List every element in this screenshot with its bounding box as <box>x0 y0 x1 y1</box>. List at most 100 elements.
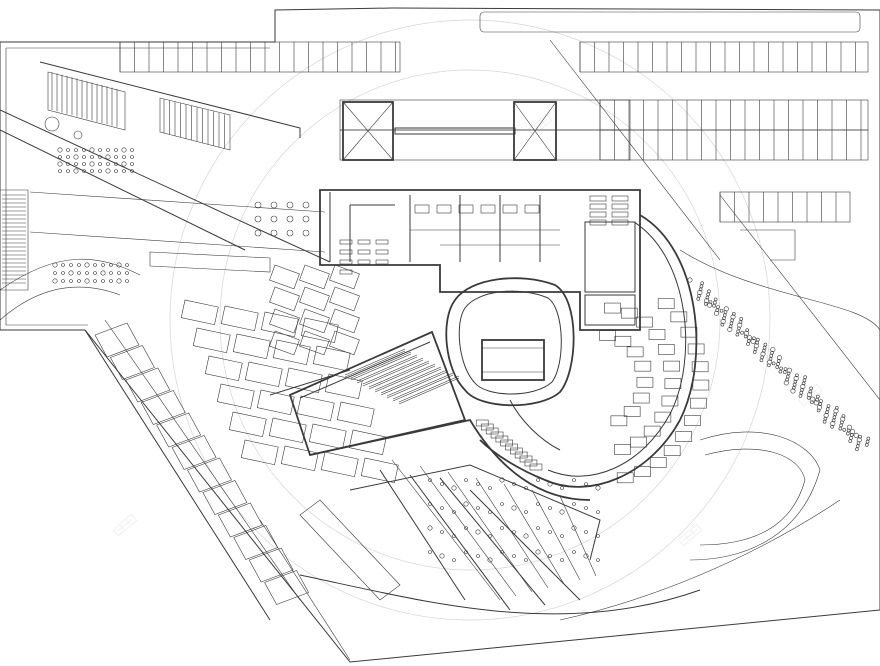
parking-stall <box>299 286 330 312</box>
tree-dot <box>69 263 73 267</box>
tree-dot <box>786 371 791 376</box>
tree-dot <box>66 169 70 173</box>
tree-dot <box>451 485 457 491</box>
tree-dot <box>487 557 493 563</box>
desk <box>589 219 607 226</box>
seat-row <box>374 365 436 393</box>
tree-dot <box>428 502 432 506</box>
tree-dot <box>82 155 86 159</box>
tree-dot <box>125 279 129 283</box>
tree-dot <box>838 426 843 431</box>
tree-dot <box>559 509 565 515</box>
tree-dot <box>736 329 740 334</box>
tree-dot <box>440 530 444 534</box>
tree-dot <box>762 345 767 350</box>
tree-dot <box>799 391 804 395</box>
tree-dot <box>720 322 725 327</box>
desk <box>490 431 504 439</box>
tree-dot <box>864 443 869 447</box>
tree-dot <box>858 434 862 439</box>
tree-dot <box>719 308 724 313</box>
tree-dot <box>464 550 468 554</box>
parking-stall <box>299 308 330 334</box>
tree-dot <box>89 161 95 167</box>
tree-dot <box>572 502 576 506</box>
tree-dot <box>855 447 859 452</box>
tree-dot <box>697 290 703 296</box>
desk <box>524 459 538 467</box>
tree-dot <box>121 161 127 167</box>
tree-dot <box>699 284 704 289</box>
desk <box>611 219 629 226</box>
tree-dot <box>752 336 756 341</box>
terrace-line <box>531 489 581 581</box>
tree-dot <box>57 161 63 167</box>
watermark-logo <box>95 113 823 547</box>
parking-stall <box>336 401 375 428</box>
tree-dot <box>777 355 783 361</box>
desk <box>500 439 514 447</box>
desk-cluster <box>626 346 644 358</box>
tree-dot <box>809 386 813 391</box>
desk-cluster <box>634 466 651 477</box>
tree-dot <box>583 553 589 559</box>
tree-dot <box>776 362 780 366</box>
desk <box>505 443 518 451</box>
tree-dot <box>822 419 827 424</box>
tree-dot <box>800 387 804 392</box>
tree-dot <box>795 373 799 378</box>
terrace-line <box>419 465 517 597</box>
sawtooth-stall <box>248 547 294 583</box>
tree-dot <box>856 437 862 443</box>
parking-stall <box>329 308 360 334</box>
tree-dot <box>849 436 853 440</box>
tree-dot <box>66 162 70 166</box>
tree-dot <box>745 328 750 332</box>
tree-dot <box>61 279 65 283</box>
tree-dot <box>500 526 504 530</box>
auditorium-seating <box>344 348 460 405</box>
tree-dot <box>464 526 468 530</box>
tree-dot <box>548 554 552 558</box>
tree-dot <box>834 406 839 410</box>
desk-cluster <box>630 436 647 448</box>
parking-stall <box>192 327 231 354</box>
tree-dot <box>800 384 806 390</box>
tree-dot <box>768 357 773 361</box>
terrace-line <box>447 471 533 593</box>
tree-dot <box>85 271 89 275</box>
desk-cluster <box>675 431 693 442</box>
parking-stall <box>296 395 335 422</box>
desk <box>502 204 518 214</box>
tree-dot <box>779 366 783 371</box>
tree-dot <box>855 444 860 448</box>
sawtooth-stall <box>140 390 186 425</box>
tree-dot <box>760 351 766 357</box>
tree-dot <box>763 342 768 347</box>
tree-dot <box>707 302 713 308</box>
tree-dot <box>439 553 445 559</box>
tree-dot <box>82 162 86 166</box>
tree-dot <box>125 271 129 275</box>
tree-dot <box>790 388 796 394</box>
seat-row <box>350 353 412 381</box>
tree-dot <box>452 558 456 562</box>
desk-cluster <box>687 343 705 355</box>
angled-parking-field <box>180 264 399 484</box>
tree-dot <box>737 322 743 328</box>
desk <box>611 195 629 202</box>
tree-dot <box>596 510 600 514</box>
parking-stall <box>269 264 300 290</box>
parking-stall <box>240 439 279 466</box>
tree-dot <box>730 314 736 320</box>
parking-stall <box>204 355 243 382</box>
tree-symbol <box>73 130 83 140</box>
tree-dot <box>775 365 780 369</box>
desk-cluster <box>657 298 675 310</box>
desk-cluster <box>623 406 641 417</box>
tree-dot <box>791 386 796 390</box>
parking-stall <box>348 429 387 456</box>
desk <box>589 195 607 202</box>
tree-dot <box>500 550 504 554</box>
tree-dot <box>760 355 765 359</box>
